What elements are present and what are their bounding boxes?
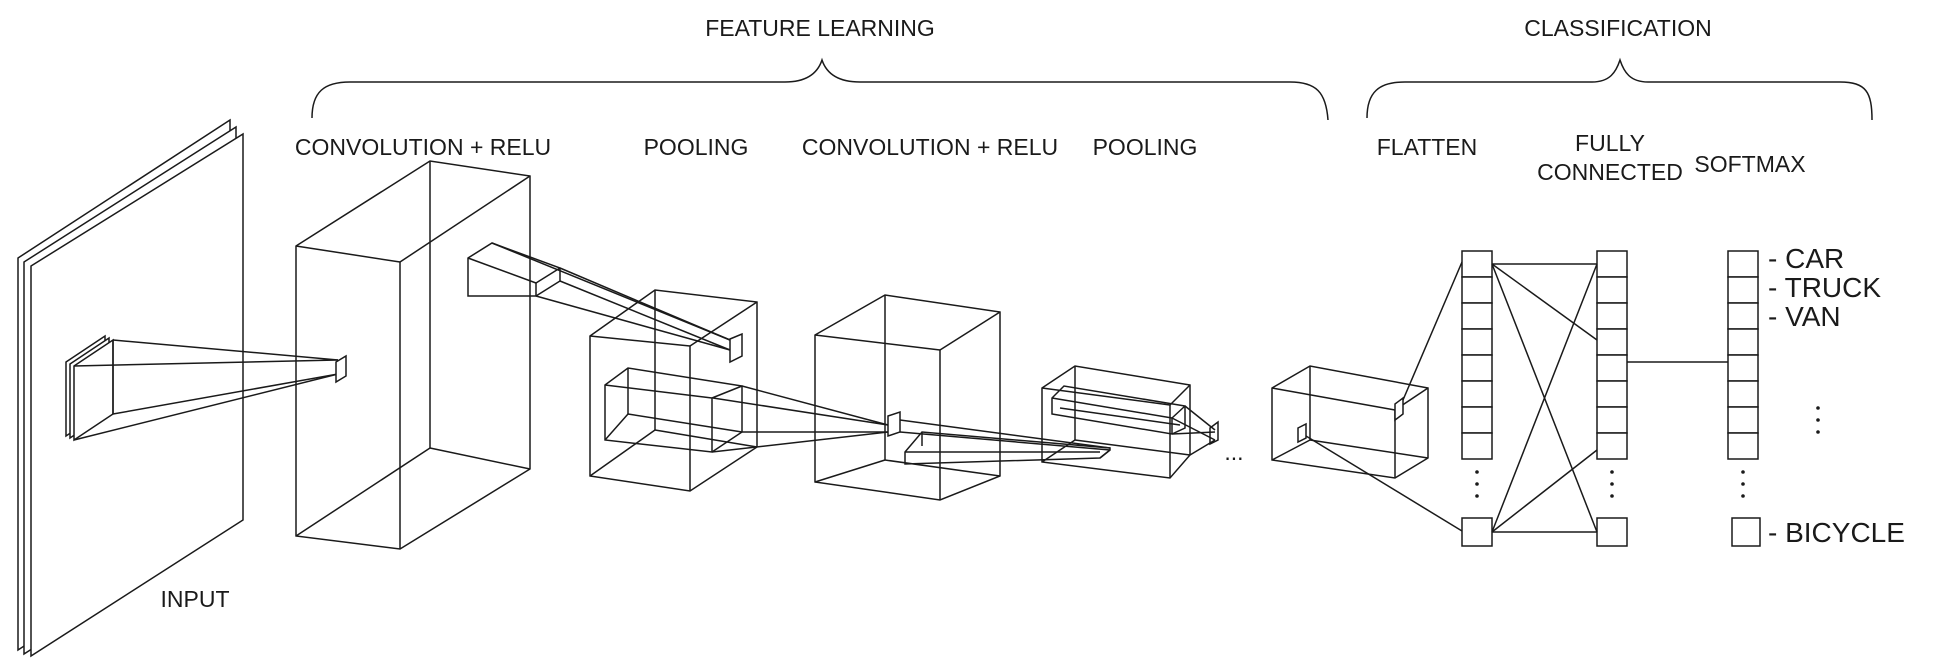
feature-learning-brace — [311, 57, 1329, 121]
pool2-feature-map — [1041, 365, 1191, 479]
input-label: INPUT — [161, 586, 230, 612]
softmax-vector — [1727, 250, 1820, 547]
conv2-feature-map — [814, 294, 1001, 501]
final-map-cell-bottom — [1297, 422, 1307, 444]
flatten-label: FLATTEN — [1377, 134, 1478, 160]
classification-brace — [1366, 57, 1873, 121]
fully-connected-label-line1: FULLY — [1575, 130, 1645, 156]
feature-learning-label: FEATURE LEARNING — [705, 15, 935, 41]
fully-connected-label-line2: CONNECTED — [1537, 159, 1683, 185]
classification-label: CLASSIFICATION — [1524, 15, 1711, 41]
pool2-label: POOLING — [1093, 134, 1198, 160]
final-map-cell-top — [1394, 396, 1404, 422]
final-feature-map — [1271, 365, 1429, 479]
conv1-receptive-field — [467, 242, 731, 351]
fully-connected-vector — [1596, 250, 1628, 547]
conv2-neuron — [887, 410, 901, 438]
class-label-truck: - TRUCK — [1768, 272, 1881, 303]
conv2-label: CONVOLUTION + RELU — [802, 134, 1058, 160]
conv1-feature-map — [295, 160, 531, 550]
pool1-label: POOLING — [644, 134, 749, 160]
input-receptive-field — [65, 334, 339, 442]
flatten-vector — [1461, 250, 1493, 547]
class-label-bicycle: - BICYCLE — [1768, 517, 1905, 548]
continuation-ellipsis: ... — [1224, 439, 1243, 465]
conv1-label: CONVOLUTION + RELU — [295, 134, 551, 160]
conv1-neuron — [335, 354, 347, 384]
fc-connections — [1491, 263, 1598, 533]
class-label-car: - CAR — [1768, 243, 1844, 274]
softmax-label: SOFTMAX — [1694, 151, 1805, 177]
input-image — [17, 118, 244, 658]
pool1-neuron — [729, 332, 743, 364]
pool1-receptive-field — [604, 367, 743, 453]
class-label-van: - VAN — [1768, 301, 1841, 332]
pool2-inner-slab — [1051, 385, 1186, 435]
